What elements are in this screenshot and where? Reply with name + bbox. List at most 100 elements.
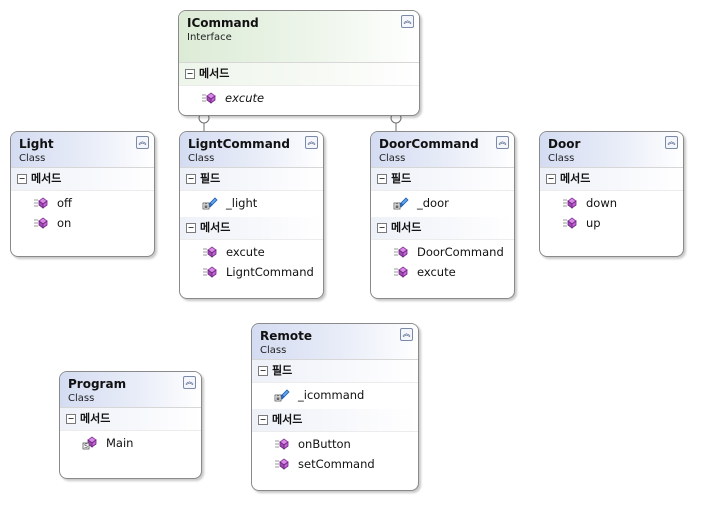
remote-members-list: _icommand (252, 383, 418, 409)
remote-section-header[interactable]: −필드 (252, 360, 418, 383)
ligntcommand-section-header[interactable]: −필드 (180, 168, 323, 191)
method-icon (201, 91, 217, 105)
member-label: Main (106, 436, 134, 450)
door-kind: Class (548, 153, 575, 164)
method-icon (274, 437, 290, 451)
ligntcommand-name: LigntCommand (188, 137, 290, 151)
collapse-chevron-icon[interactable]: ︽ (305, 136, 318, 149)
light-kind: Class (19, 153, 46, 164)
member-ligntcommand[interactable]: LigntCommand (180, 262, 323, 282)
program-name: Program (68, 377, 127, 391)
light-section-header[interactable]: −메서드 (11, 168, 154, 191)
method-icon (393, 245, 409, 259)
member-onbutton[interactable]: onButton (252, 434, 418, 454)
collapse-minus-icon[interactable]: − (258, 366, 268, 376)
program-section-header[interactable]: −메서드 (60, 408, 201, 431)
member-door[interactable]: _door (371, 193, 514, 213)
private-field-icon (202, 196, 218, 210)
member-excute[interactable]: excute (371, 262, 514, 282)
collapse-chevron-icon[interactable]: ︽ (401, 15, 414, 28)
doorcommand-section-header[interactable]: −필드 (371, 168, 514, 191)
remote-section-header[interactable]: −메서드 (252, 409, 418, 432)
collapse-minus-icon[interactable]: − (186, 174, 196, 184)
icommand-kind: Interface (187, 32, 232, 43)
member-icommand[interactable]: _icommand (252, 385, 418, 405)
collapse-minus-icon[interactable]: − (546, 174, 556, 184)
ligntcommand-section-header[interactable]: −메서드 (180, 217, 323, 240)
section-title-label: 메서드 (560, 172, 591, 185)
member-label: excute (226, 245, 265, 259)
doorcommand-members-list: _door (371, 191, 514, 217)
section-title-label: 필드 (391, 172, 412, 185)
member-main[interactable]: S Main (60, 433, 201, 453)
door-name: Door (548, 137, 581, 151)
collapse-minus-icon[interactable]: − (17, 174, 27, 184)
member-label: on (57, 216, 72, 230)
collapse-minus-icon[interactable]: − (377, 223, 387, 233)
section-title-label: 메서드 (391, 221, 422, 234)
program-members-list: S Main (60, 431, 201, 457)
doorcommand-members-list: DoorCommand excute (371, 240, 514, 286)
member-label: setCommand (298, 457, 375, 471)
section-title-label: 메서드 (31, 172, 62, 185)
collapse-chevron-icon[interactable]: ︽ (136, 136, 149, 149)
section-title-label: 필드 (200, 172, 221, 185)
doorcommand-name: DoorCommand (379, 137, 479, 151)
private-field-icon (393, 196, 409, 210)
member-label: up (586, 216, 601, 230)
collapse-chevron-icon[interactable]: ︽ (496, 136, 509, 149)
private-field-icon (274, 388, 290, 402)
icommand-section-header[interactable]: −메서드 (179, 63, 419, 86)
collapse-minus-icon[interactable]: − (66, 414, 76, 424)
collapse-chevron-icon[interactable]: ︽ (183, 376, 196, 389)
section-title-label: 메서드 (272, 413, 303, 426)
svg-text:S: S (84, 443, 88, 450)
member-on[interactable]: on (11, 213, 154, 233)
collapse-minus-icon[interactable]: − (377, 174, 387, 184)
doorcommand-section-header[interactable]: −메서드 (371, 217, 514, 240)
member-light[interactable]: _light (180, 193, 323, 213)
member-doorcommand[interactable]: DoorCommand (371, 242, 514, 262)
collapse-minus-icon[interactable]: − (258, 415, 268, 425)
remote-kind: Class (260, 345, 287, 356)
method-icon (562, 216, 578, 230)
member-up[interactable]: up (540, 213, 683, 233)
collapse-chevron-icon[interactable]: ︽ (665, 136, 678, 149)
collapse-minus-icon[interactable]: − (185, 69, 195, 79)
doorcommand-kind: Class (379, 153, 406, 164)
member-label: off (57, 196, 72, 210)
collapse-chevron-icon[interactable]: ︽ (400, 328, 413, 341)
collapse-minus-icon[interactable]: − (186, 223, 196, 233)
member-label: onButton (298, 437, 351, 451)
member-label: down (586, 196, 618, 210)
member-down[interactable]: down (540, 193, 683, 213)
member-label: excute (225, 91, 265, 105)
member-off[interactable]: off (11, 193, 154, 213)
static-method-icon: S (82, 436, 98, 450)
member-label: DoorCommand (417, 245, 504, 259)
light-name: Light (19, 137, 54, 151)
door-section-header[interactable]: −메서드 (540, 168, 683, 191)
member-excute[interactable]: excute (180, 242, 323, 262)
member-setcommand[interactable]: setCommand (252, 454, 418, 474)
program-kind: Class (68, 393, 95, 404)
method-icon (562, 196, 578, 210)
member-label: excute (417, 265, 456, 279)
light-members-list: off on (11, 191, 154, 237)
member-excute[interactable]: excute (179, 88, 419, 108)
